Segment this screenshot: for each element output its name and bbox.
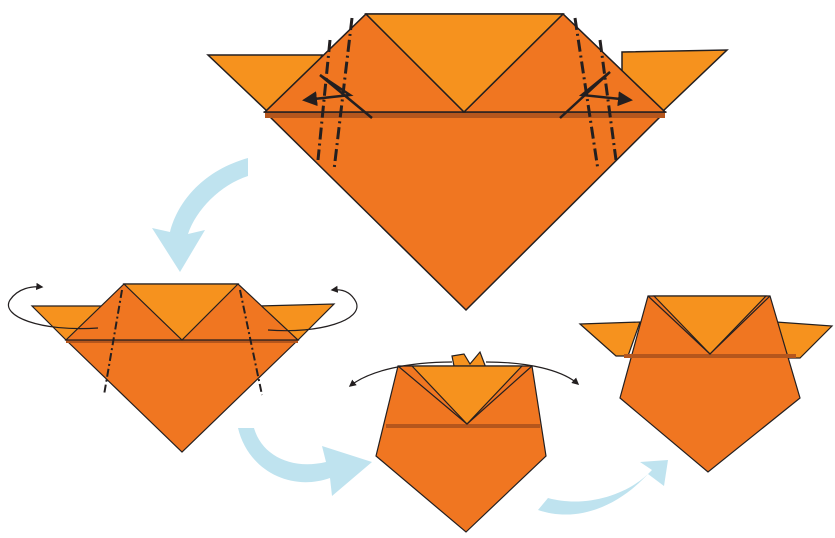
crease-band (386, 424, 540, 428)
step-4-model (580, 296, 832, 472)
main-body (66, 340, 298, 452)
crease-band (265, 112, 665, 118)
light-blue-curved-arrow-icon (238, 428, 372, 496)
main-body (265, 112, 665, 310)
light-blue-curved-arrow-icon (152, 158, 248, 272)
step-1-model (208, 14, 727, 310)
light-blue-curved-arrow-icon (538, 460, 668, 515)
left-wing-flap (580, 322, 640, 356)
step-2-model (8, 284, 356, 452)
